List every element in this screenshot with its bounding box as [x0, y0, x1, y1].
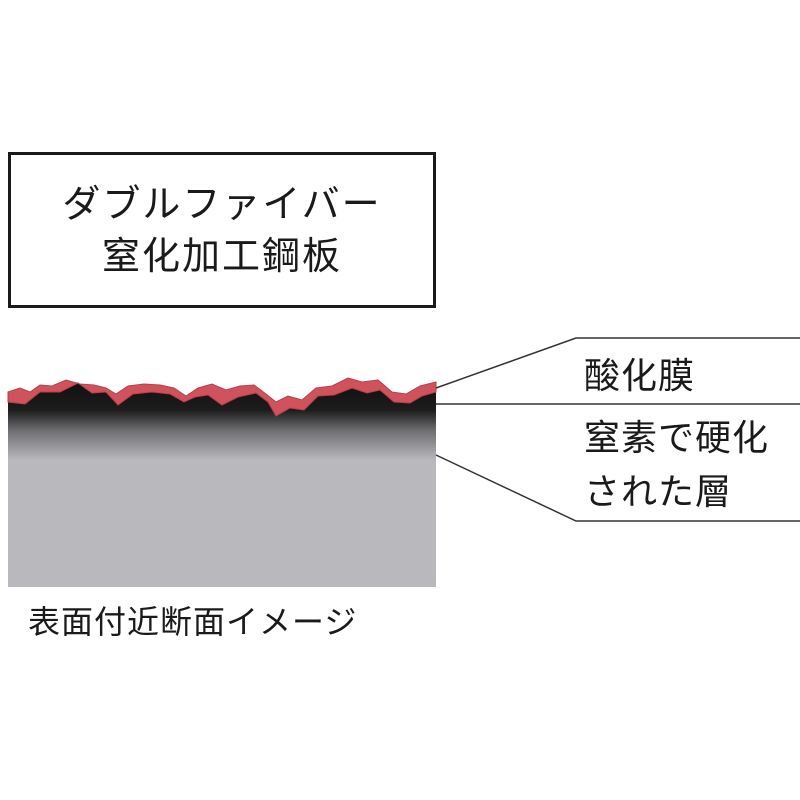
nitrided-label-line-1: 窒素で硬化	[584, 418, 770, 459]
nitrided-layer-label: 窒素で硬化 された層	[584, 412, 769, 520]
title-line-2: 窒化加工鋼板	[101, 234, 342, 278]
steel-base-layer	[8, 455, 436, 587]
oxide-pointer-line	[435, 337, 800, 389]
title-box: ダブルファイバー 窒化加工鋼板	[8, 152, 436, 308]
nitrided-label-line-2: された層	[584, 472, 733, 513]
oxide-film-label: 酸化膜	[584, 356, 696, 397]
diagram-caption: 表面付近断面イメージ	[28, 603, 358, 641]
nitrided-pointer-line	[435, 454, 800, 522]
oxide-film-layer	[7, 377, 437, 417]
title-line-1: ダブルファイバー	[62, 182, 382, 226]
